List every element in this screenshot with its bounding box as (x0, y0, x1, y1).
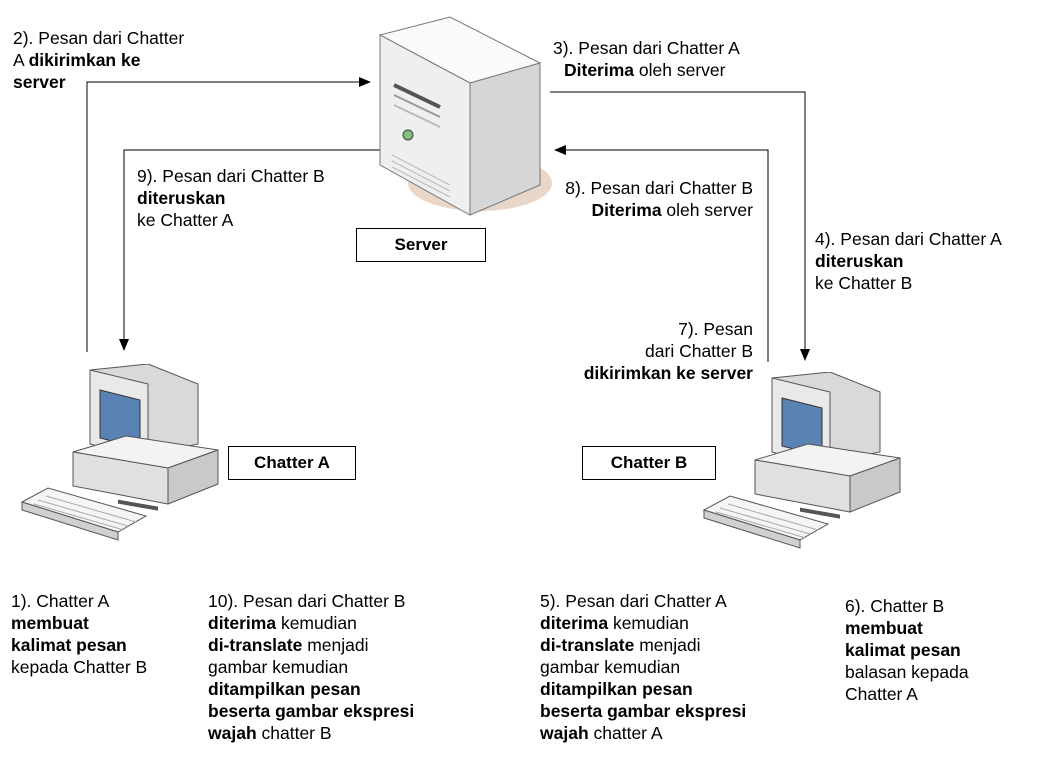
step-3-label: 3). Pesan dari Chatter A Diterima oleh s… (553, 38, 740, 80)
step-1-label: 1). Chatter A membuat kalimat pesan kepa… (11, 591, 148, 677)
server-tower-icon (378, 16, 552, 216)
step-10-label: 10). Pesan dari Chatter B diterima kemud… (208, 591, 415, 743)
arrow-step-9 (119, 149, 390, 351)
arrow-step-8 (554, 145, 769, 362)
step-4-label: 4). Pesan dari Chatter A diteruskan ke C… (815, 229, 1002, 293)
step-7-label: 7). Pesan dari Chatter B dikirimkan ke s… (583, 319, 753, 383)
chatter-a-label: Chatter A (228, 446, 356, 480)
desktop-computer-icon (702, 372, 901, 549)
step-9-label: 9). Pesan dari Chatter B diteruskan ke C… (137, 166, 325, 230)
arrow-step-2 (86, 77, 371, 352)
step-5-label: 5). Pesan dari Chatter A diterima kemudi… (540, 591, 747, 743)
desktop-computer-icon (20, 364, 219, 541)
arrow-step-4 (550, 91, 810, 361)
chatter-b-label: Chatter B (582, 446, 716, 480)
step-8-label: 8). Pesan dari Chatter B Diterima oleh s… (565, 178, 753, 220)
server-label: Server (356, 228, 486, 262)
step-6-label: 6). Chatter B membuat kalimat pesan bala… (845, 596, 969, 704)
step-2-label: 2). Pesan dari Chatter A dikirimkan ke s… (13, 28, 185, 92)
